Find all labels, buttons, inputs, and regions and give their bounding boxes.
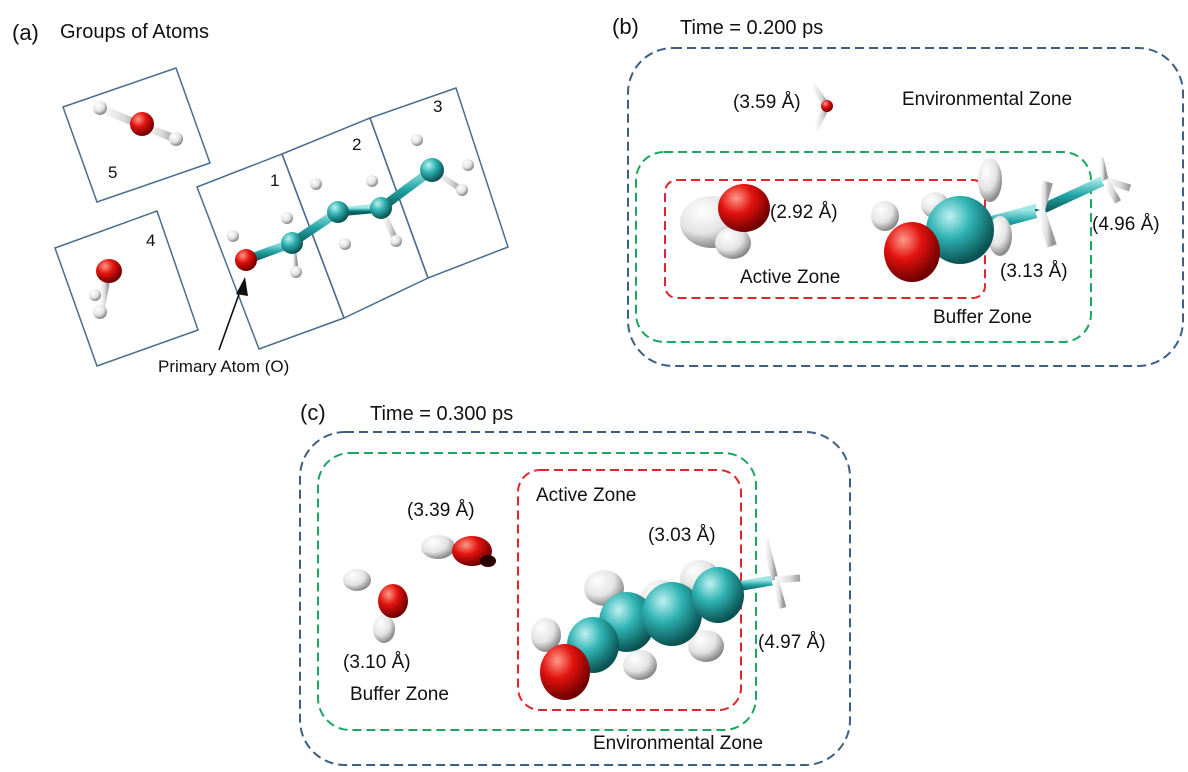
panel-c-water-1: [421, 535, 496, 567]
group-box-4: [54, 210, 199, 367]
panel-b-active-label: Active Zone: [740, 267, 840, 288]
panel-c-distance-4: (4.97 Å): [758, 632, 826, 653]
panel-c-letter: (c): [300, 400, 326, 425]
group-label-1: 1: [270, 171, 279, 190]
panel-c-active-label: Active Zone: [536, 485, 636, 506]
panel-b-time: Time = 0.200 ps: [680, 17, 823, 39]
panel-b-distance-1: (3.59 Å): [733, 92, 801, 113]
group-label-2: 2: [352, 135, 361, 154]
panel-c-water-2: [343, 569, 408, 643]
panel-b-buffer-zone-box: [635, 151, 1092, 343]
panel-b-environmental-zone-box: [627, 47, 1184, 367]
panel-b-distance-2: (2.92 Å): [770, 202, 838, 223]
panel-c-buffer-label: Buffer Zone: [350, 684, 449, 705]
panel-c-distance-3: (3.10 Å): [343, 652, 411, 673]
panel-b-water-env: [809, 81, 833, 133]
panel-c-distance-2: (3.03 Å): [648, 525, 716, 546]
primary-atom-arrowhead: [236, 277, 248, 296]
panel-b-distance-3: (3.13 Å): [1000, 261, 1068, 282]
group-label-5: 5: [108, 163, 117, 182]
group-box-3: [369, 87, 509, 279]
panel-c-time: Time = 0.300 ps: [370, 403, 513, 425]
panel-c-distance-1: (3.39 Å): [407, 500, 475, 521]
panel-c-butanol: [531, 539, 801, 700]
panel-c-buffer-zone-box: [317, 452, 757, 731]
panel-b-distance-4: (4.96 Å): [1092, 214, 1160, 235]
panel-a-letter: (a): [12, 20, 39, 45]
panel-b-active-zone-box: [664, 179, 986, 299]
primary-atom-label: Primary Atom (O): [158, 357, 289, 376]
panel-a-background: [2, 2, 507, 376]
group-label-3: 3: [433, 97, 442, 116]
panel-b-environmental-label: Environmental Zone: [902, 89, 1072, 110]
panel-b-water-active: [680, 184, 770, 259]
panel-b-butanol: [871, 157, 1132, 282]
panel-a-water-5: [93, 101, 183, 146]
panel-a-butanol: [227, 134, 474, 278]
panel-c-environmental-zone-box: [299, 431, 851, 766]
panel-c-environmental-label: Environmental Zone: [593, 733, 763, 754]
panel-a-water-4: [89, 259, 122, 319]
group-label-4: 4: [146, 231, 155, 250]
group-box-5: [62, 67, 211, 203]
panel-a-title: Groups of Atoms: [60, 21, 209, 43]
panel-b-letter: (b): [612, 14, 639, 39]
panel-b-buffer-label: Buffer Zone: [933, 307, 1032, 328]
